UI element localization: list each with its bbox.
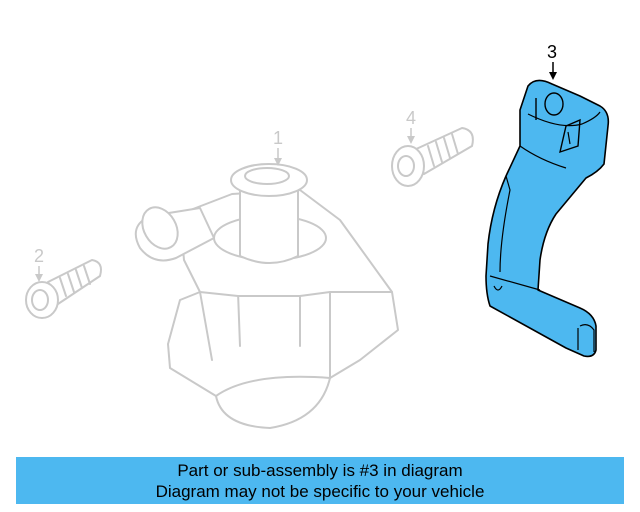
callout-2: 2 <box>34 246 44 282</box>
callout-1-label: 1 <box>273 128 283 148</box>
callout-4-label: 4 <box>406 108 416 128</box>
callout-3-label: 3 <box>547 42 557 62</box>
callout-2-label: 2 <box>34 246 44 266</box>
part-2-bolt <box>25 259 102 319</box>
callout-3: 3 <box>547 42 557 80</box>
part-4-bolt <box>391 127 474 187</box>
callout-1: 1 <box>273 128 283 166</box>
banner-line-part-number: Part or sub-assembly is #3 in diagram <box>177 460 463 480</box>
part-1-water-pump <box>134 163 399 429</box>
info-banner: Part or sub-assembly is #3 in diagram Di… <box>16 457 624 504</box>
part-3-bracket <box>485 79 610 358</box>
callout-4: 4 <box>406 108 416 144</box>
banner-line-disclaimer: Diagram may not be specific to your vehi… <box>155 481 485 501</box>
